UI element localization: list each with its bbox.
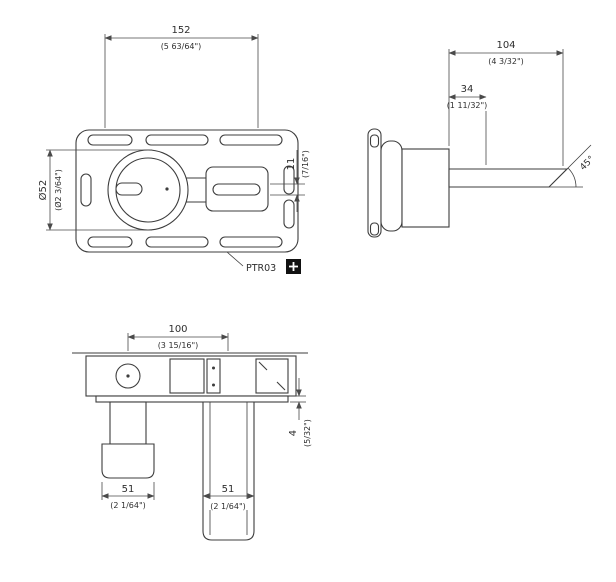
- bracket-slot: [219, 134, 283, 146]
- bracket-slot: [283, 199, 295, 229]
- leader-line: [226, 251, 244, 267]
- bracket-slot: [80, 173, 92, 207]
- trim-plate: [95, 395, 289, 403]
- spout-tube: [202, 401, 255, 541]
- bracket-slot: [145, 236, 209, 248]
- valve-center-mark: [126, 374, 130, 378]
- dim-plan-plate-mm: 4: [288, 430, 299, 436]
- dim-plan-handle-width: 51 (2 1/64"): [101, 482, 155, 510]
- bracket-slot: [219, 236, 283, 248]
- valve-body: [401, 148, 450, 228]
- product-code: PTR03: [246, 263, 276, 274]
- dim-plan-centers-mm: 100: [168, 324, 187, 335]
- dim-side-offset-mm: 34: [461, 84, 474, 95]
- side-view: 104 (4 3/32") 34 (1 11/32") 45°: [367, 40, 597, 238]
- spout-outlet-slot: [212, 183, 261, 196]
- handle-stem: [109, 401, 147, 445]
- dim-plan-spout-inch: (2 1/64"): [210, 502, 246, 511]
- dim-front-spout-height: 11 (7/16"): [270, 150, 310, 212]
- plan-view-drawing: [72, 352, 308, 541]
- fixing-screw: [212, 383, 215, 387]
- bracket-slot: [87, 134, 133, 146]
- bracket-slot: [283, 165, 295, 195]
- bracket-slot: [145, 134, 209, 146]
- angle-annotation: 45°: [549, 144, 597, 188]
- fixing-strip: [206, 358, 221, 394]
- dim-side-projection-inch: (4 3/32"): [488, 57, 524, 66]
- dim-plan-spout-width: 51 (2 1/64"): [202, 483, 255, 511]
- handle-skirt: [101, 443, 155, 479]
- dim-plan-handle-inch: (2 1/64"): [110, 501, 146, 510]
- wall-flange: [380, 140, 403, 232]
- dim-front-width-mm: 152: [171, 25, 190, 36]
- junction-box: [169, 358, 205, 394]
- dim-plan-plate: 4 (5/32"): [288, 378, 312, 447]
- fixing-screw: [212, 366, 215, 370]
- spout-mount-tick: [276, 381, 286, 391]
- dim-plan-centers: 100 (3 15/16"): [127, 324, 229, 351]
- label-mask: [205, 499, 251, 510]
- angle-arc: [567, 167, 577, 188]
- dim-front-diameter-inch: (Ø2 3/64"): [53, 169, 63, 211]
- dim-front-spout-mm: 11: [286, 158, 297, 171]
- angle-value: 45°: [578, 154, 596, 172]
- handle-pin: [165, 187, 169, 191]
- zoom-plus-button[interactable]: [286, 259, 301, 274]
- dim-plan-handle-mm: 51: [122, 484, 135, 495]
- angle-slant-line: [551, 144, 592, 185]
- dim-plan-spout-mm: 51: [222, 484, 235, 495]
- dim-front-diameter-mm: Ø52: [37, 180, 49, 201]
- dim-front-width-inch: (5 63/64"): [161, 42, 202, 51]
- spout-arm: [448, 168, 569, 188]
- product-label: PTR03: [226, 251, 276, 274]
- dim-front-spout-inch: (7/16"): [301, 150, 310, 178]
- dim-front-width: 152 (5 63/64"): [104, 25, 259, 128]
- label-mask: [219, 483, 237, 494]
- dim-front-diameter: Ø52 (Ø2 3/64"): [37, 149, 152, 231]
- bracket-slot: [87, 236, 133, 248]
- dim-plan-plate-inch: (5/32"): [303, 419, 312, 447]
- plan-view: 100 (3 15/16") 4 (5/32") 51 (2 1/64") 51: [72, 324, 312, 541]
- dim-side-projection-mm: 104: [496, 40, 515, 51]
- front-view: 152 (5 63/64") Ø52 (Ø2 3/64") 11 (7/16")…: [37, 25, 310, 274]
- dim-side-offset-inch: (1 11/32"): [447, 101, 488, 110]
- bracket-slot-edge: [369, 134, 380, 148]
- dim-plan-centers-inch: (3 15/16"): [158, 341, 199, 350]
- bracket-slot-edge: [369, 222, 380, 236]
- dim-side-offset: 34 (1 11/32"): [447, 84, 488, 165]
- spout-mount-tick: [258, 361, 268, 371]
- side-view-drawing: [367, 128, 569, 238]
- handle-grip-slot: [115, 182, 143, 196]
- front-view-drawing: [75, 129, 299, 253]
